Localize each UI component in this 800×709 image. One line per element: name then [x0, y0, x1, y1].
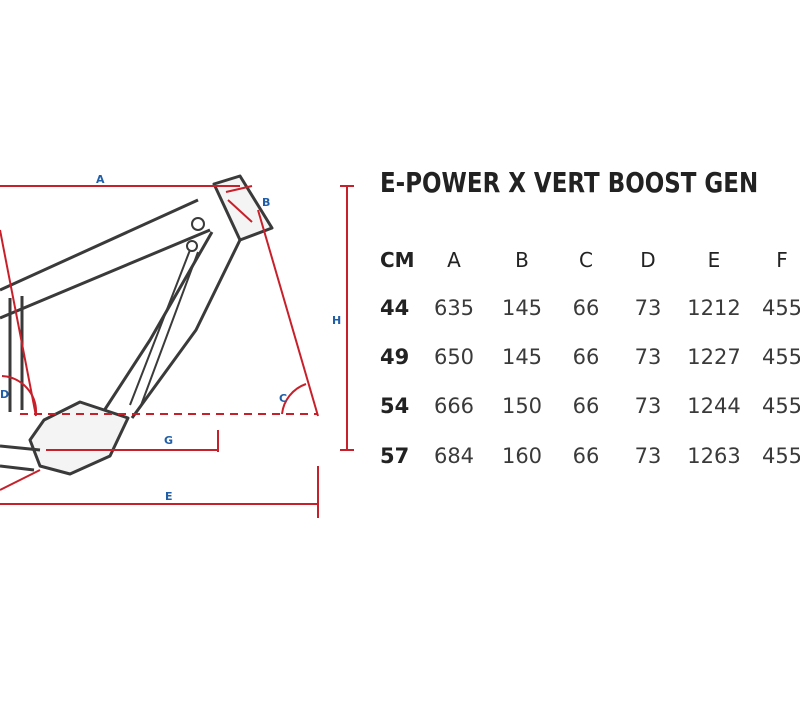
- chain-stay: [0, 444, 41, 472]
- label-a: A: [96, 173, 105, 186]
- cell-size: 49: [380, 345, 410, 369]
- dimension-lines: [0, 185, 354, 518]
- cell-c: 66: [572, 345, 600, 369]
- pivot-upper: [191, 217, 205, 231]
- cell-d: 73: [634, 296, 662, 320]
- header-a: A: [447, 248, 461, 272]
- pivot-lower: [186, 240, 198, 252]
- cell-f: 455: [761, 345, 800, 369]
- head-tube-detail: [225, 185, 253, 223]
- down-tube: [96, 231, 242, 421]
- dim-head-to-axle-line: [257, 209, 319, 417]
- header-b: B: [515, 248, 529, 272]
- header-d: D: [640, 248, 656, 272]
- label-c: C: [279, 392, 287, 405]
- frame-details: [186, 185, 253, 252]
- cell-b: 145: [501, 345, 543, 369]
- cell-a: 666: [433, 394, 475, 418]
- cell-e: 1263: [687, 444, 741, 468]
- cell-size: 54: [380, 394, 410, 418]
- cell-a: 635: [433, 296, 475, 320]
- angle-c-arc: [281, 383, 307, 415]
- seat-tube: [8, 296, 24, 412]
- label-h: H: [332, 314, 341, 327]
- header-e: E: [707, 248, 721, 272]
- cell-f: 455: [761, 444, 800, 468]
- table-row: 57 684 160 66 73 1263 455: [380, 444, 800, 474]
- page-title: E-POWER X VERT BOOST GEN: [380, 166, 759, 199]
- motor-housing: [28, 400, 130, 476]
- header-f: F: [776, 248, 788, 272]
- angle-d-arc: [1, 375, 38, 415]
- cell-d: 73: [634, 444, 662, 468]
- cell-a: 650: [433, 345, 475, 369]
- top-tube: [0, 198, 211, 320]
- cell-f: 455: [761, 394, 800, 418]
- label-b: B: [262, 196, 270, 209]
- cell-f: 455: [761, 296, 800, 320]
- table-row: 54 666 150 66 73 1244 455: [380, 394, 800, 424]
- label-e: E: [165, 490, 173, 503]
- cell-d: 73: [634, 394, 662, 418]
- battery: [129, 249, 199, 409]
- cell-e: 1227: [687, 345, 741, 369]
- cell-e: 1212: [687, 296, 741, 320]
- dim-seat-tube-line: [0, 229, 37, 417]
- header-cm: CM: [380, 248, 415, 272]
- cell-e: 1244: [687, 394, 741, 418]
- dim-chainstay-line: [0, 469, 41, 491]
- header-c: C: [579, 248, 593, 272]
- cell-b: 145: [501, 296, 543, 320]
- table-row: 44 635 145 66 73 1212 455: [380, 296, 800, 326]
- cell-c: 66: [572, 394, 600, 418]
- cell-d: 73: [634, 345, 662, 369]
- cell-b: 160: [501, 444, 543, 468]
- frame-outline: [0, 174, 274, 476]
- table-header: CM A B C D E F: [380, 248, 800, 278]
- cell-c: 66: [572, 296, 600, 320]
- cell-a: 684: [433, 444, 475, 468]
- cell-size: 44: [380, 296, 410, 320]
- label-d: D: [0, 388, 9, 401]
- cell-c: 66: [572, 444, 600, 468]
- cell-b: 150: [501, 394, 543, 418]
- table-row: 49 650 145 66 73 1227 455: [380, 345, 800, 375]
- cell-size: 57: [380, 444, 410, 468]
- label-g: G: [164, 434, 173, 447]
